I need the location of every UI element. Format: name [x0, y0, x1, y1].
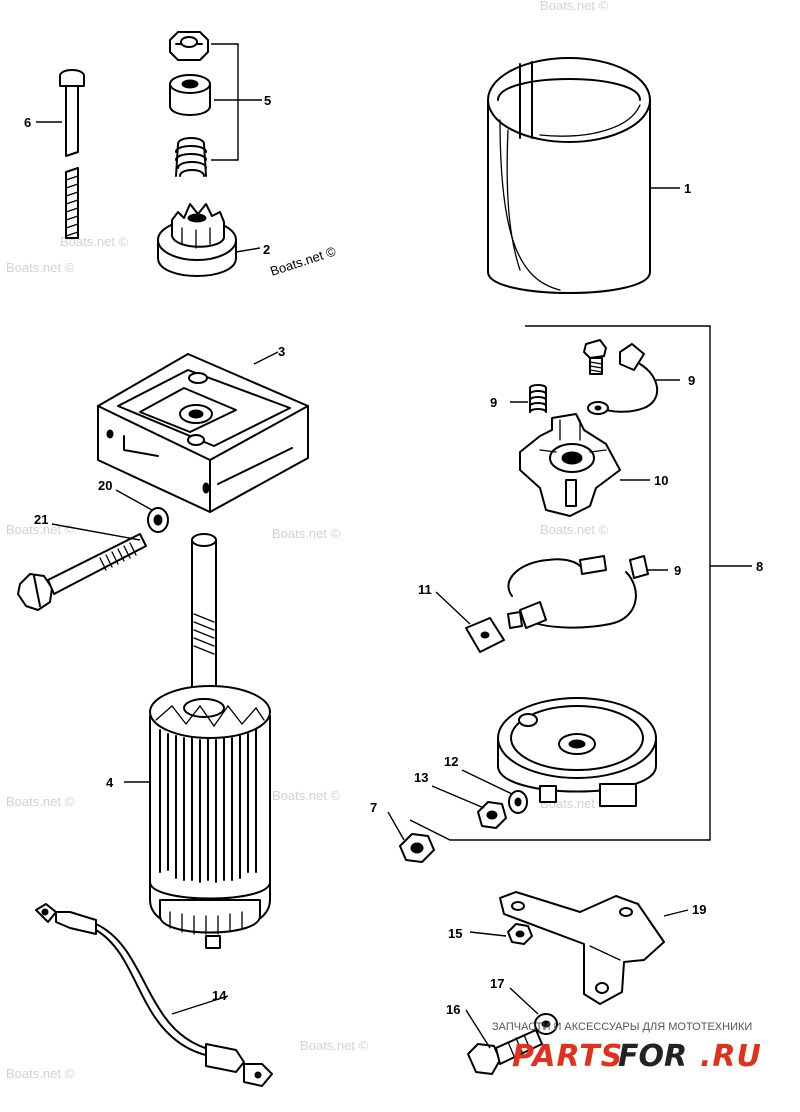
watermark: Boats.net © [6, 794, 75, 809]
part-2-pinion [157, 203, 237, 277]
callout-14: 14 [212, 988, 227, 1003]
callout-20: 20 [98, 478, 112, 493]
part-17-washer [534, 1013, 558, 1035]
part-12-washer [508, 790, 528, 814]
banner-tagline: ЗАПЧАСТИ И АКСЕССУАРЫ ДЛЯ МОТОТЕХНИКИ [492, 1021, 752, 1033]
end-cap [497, 697, 657, 807]
part-5-stack [169, 31, 211, 177]
leader-lines [36, 43, 752, 1049]
callout-15: 15 [448, 926, 462, 941]
part-11-insulator [465, 617, 505, 653]
callout-3: 3 [278, 344, 285, 359]
callout-17: 17 [490, 976, 504, 991]
callout-10: 10 [654, 473, 668, 488]
callout-13: 13 [414, 770, 428, 785]
callout-12: 12 [444, 754, 458, 769]
watermark: Boats.net © [272, 788, 341, 803]
callout-2: 2 [263, 242, 270, 257]
part-14-cable [35, 903, 273, 1087]
watermark: Boats.net © [6, 260, 75, 275]
part-9-brush-ring [507, 555, 649, 629]
banner-brand-part2: FOR [618, 1039, 687, 1074]
watermark: Boats.net © [272, 526, 341, 541]
callout-5: 5 [264, 93, 271, 108]
callout-7: 7 [370, 800, 377, 815]
callout-11: 11 [418, 582, 432, 597]
part-15-nut [507, 923, 533, 945]
callout-9-spring: 9 [490, 395, 497, 410]
part-4-armature [149, 533, 271, 949]
watermark: Boats.net © [540, 522, 609, 537]
callout-9-ring: 9 [674, 563, 681, 578]
banner-brand-part1: PARTS [512, 1039, 623, 1074]
watermark: Boats.net © [540, 796, 609, 811]
site-banner: ЗАПЧАСТИ И АКСЕССУАРЫ ДЛЯ МОТОТЕХНИКИ PA… [492, 1021, 762, 1074]
part-3-end-frame [97, 353, 309, 513]
callout-8: 8 [756, 559, 763, 574]
callout-19: 19 [692, 902, 706, 917]
callout-1: 1 [684, 181, 691, 196]
banner-brand-part3: .RU [700, 1039, 762, 1074]
callout-16: 16 [446, 1002, 460, 1017]
part-9-spring [529, 384, 547, 413]
watermark: Boats.net © [300, 1038, 369, 1053]
part-19-bracket [499, 891, 665, 1005]
part-1-housing [487, 57, 651, 294]
part-9-brush-top [583, 339, 659, 415]
part-16-bolt [467, 1029, 543, 1075]
part-10-brush-holder [519, 413, 621, 517]
part-6-bolt [59, 69, 85, 239]
watermark: Boats.net © [540, 0, 609, 13]
part-20-washer [147, 507, 169, 533]
part-21-bolt [17, 533, 147, 611]
part-13-nut [477, 801, 507, 829]
callout-labels: 1 2 3 4 5 6 7 8 9 9 9 10 11 12 13 14 15 … [24, 93, 763, 1017]
part-7-nut [399, 833, 435, 863]
callout-9-top: 9 [688, 373, 695, 388]
callout-6: 6 [24, 115, 31, 130]
callout-21: 21 [34, 512, 48, 527]
callout-4: 4 [106, 775, 114, 790]
watermark: Boats.net © [6, 1066, 75, 1081]
watermark: Boats.net © [6, 522, 75, 537]
